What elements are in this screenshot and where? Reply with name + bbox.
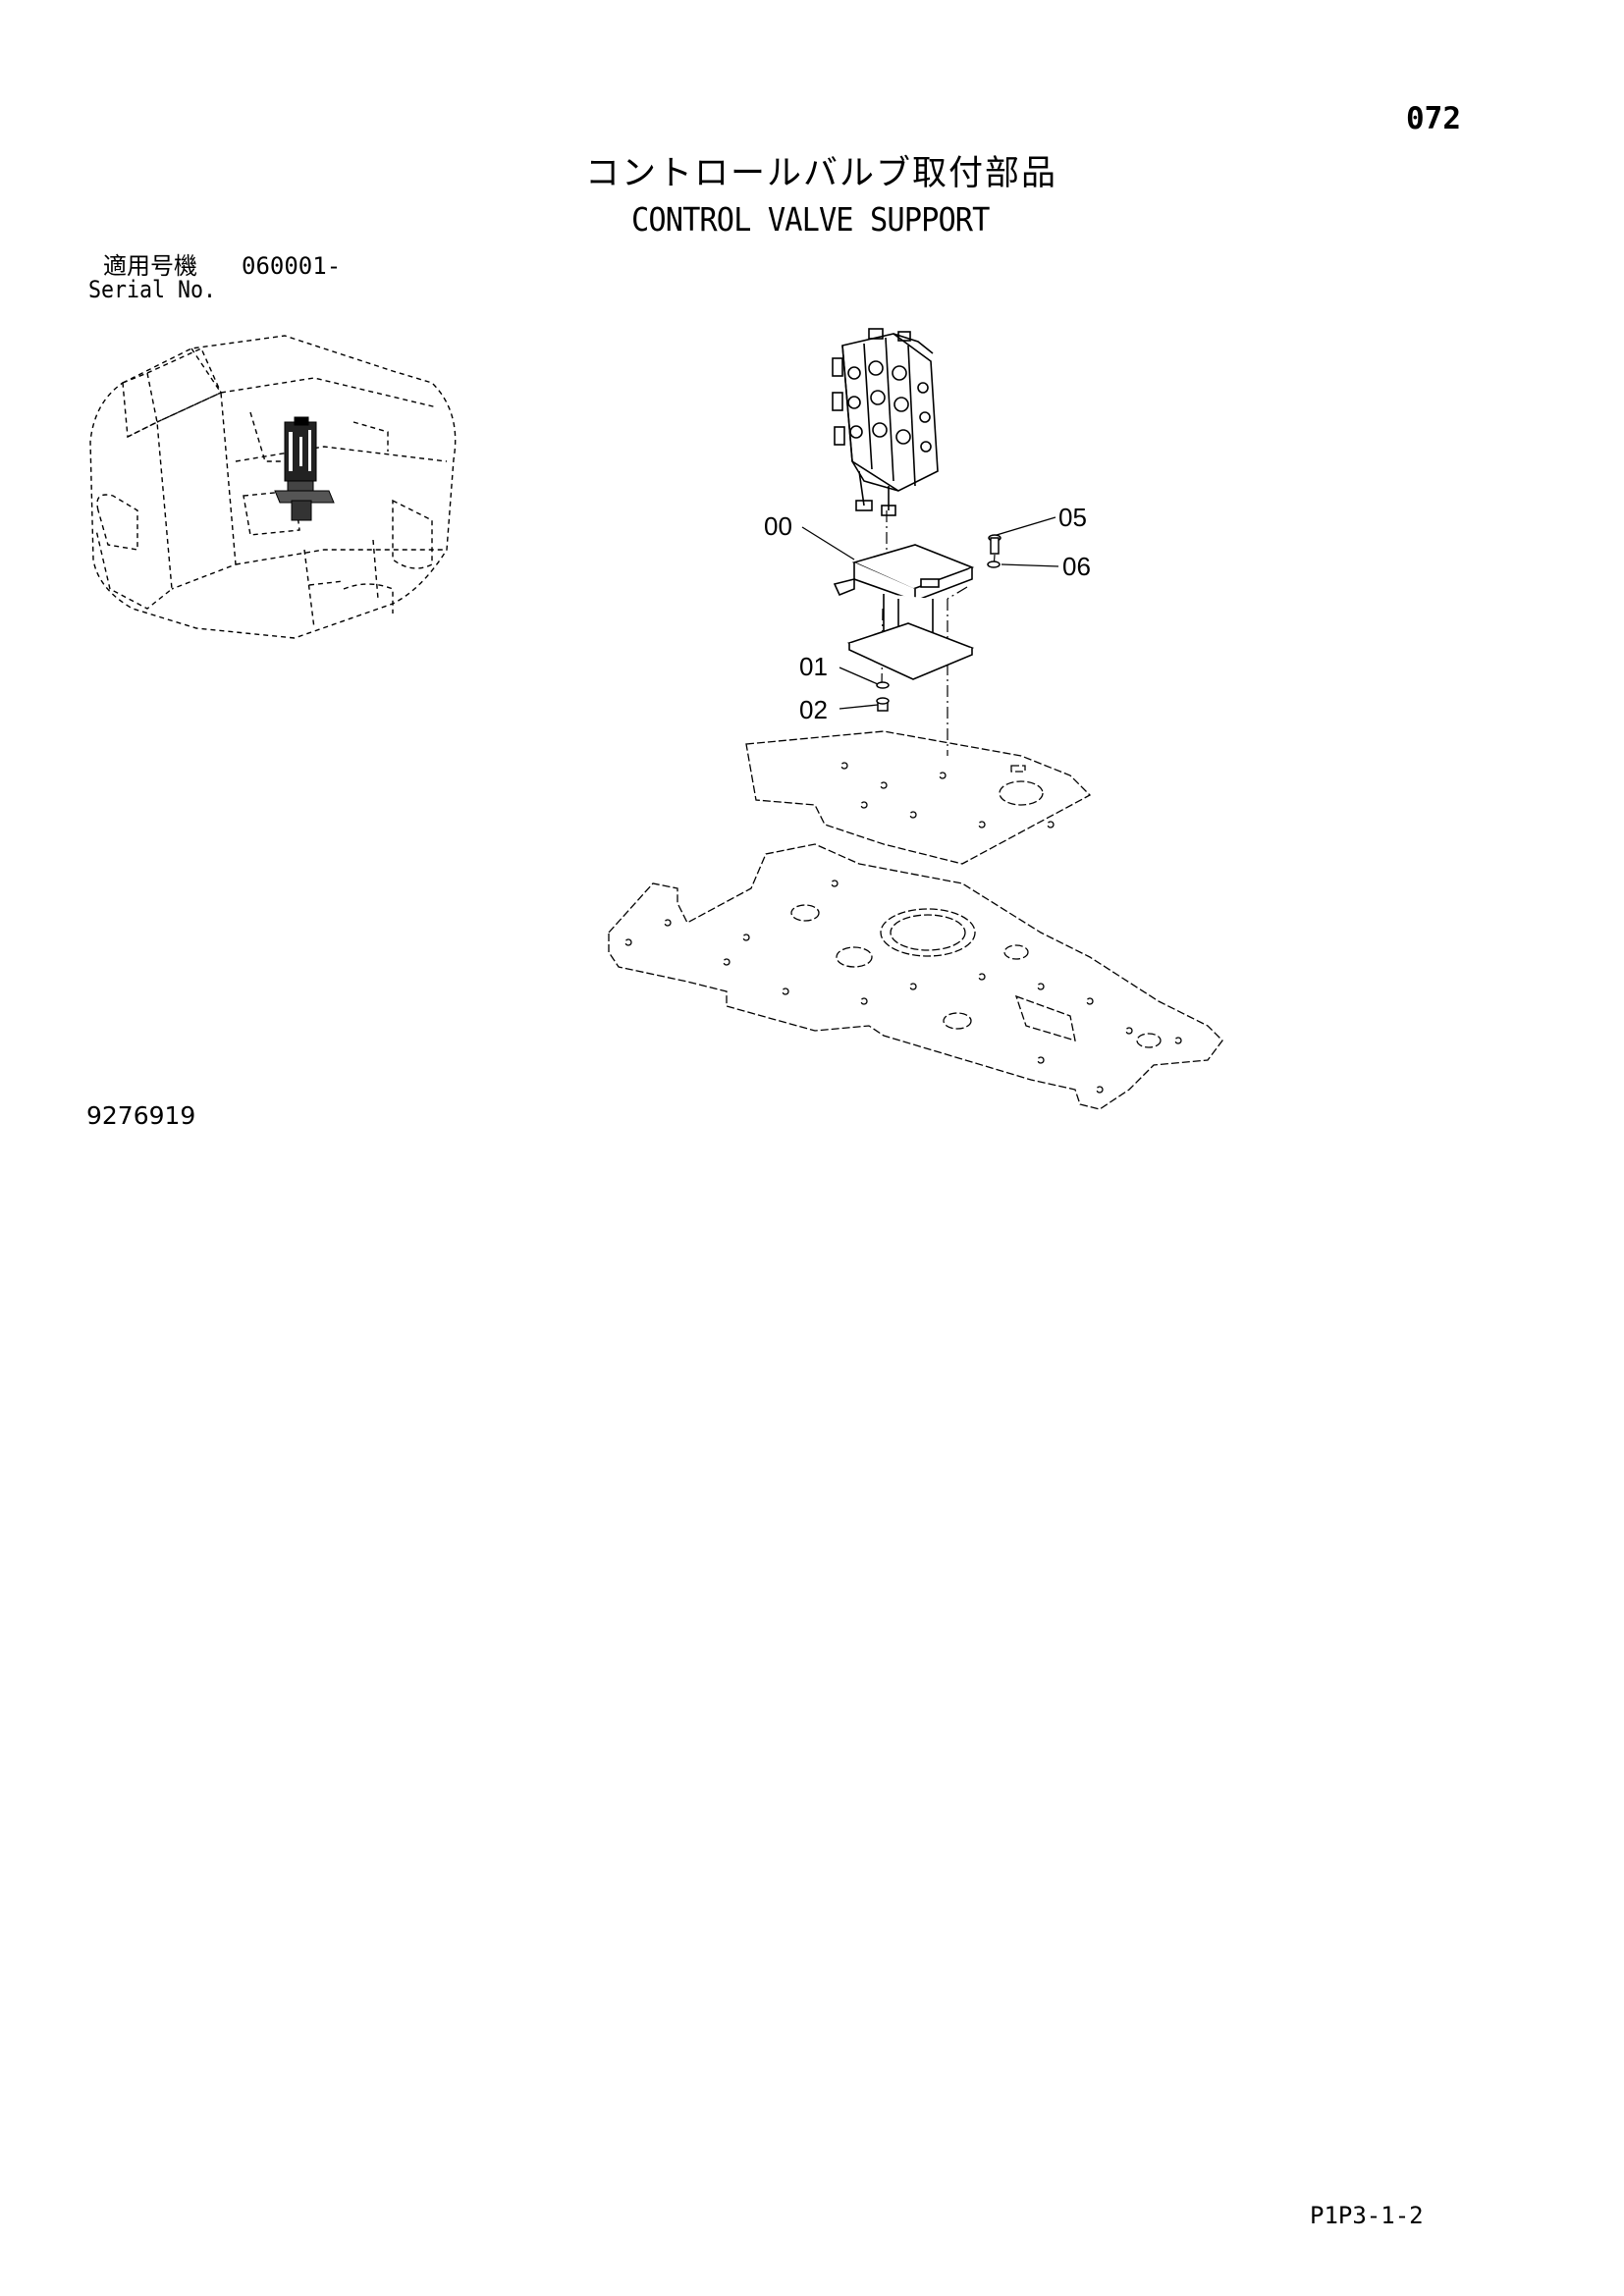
title-japanese: コントロールバルブ取付部品 [585,154,1058,193]
callout-06: 06 [1062,552,1091,581]
title-english: CONTROL VALVE SUPPORT [631,200,990,239]
callout-00: 00 [764,511,792,541]
valve-bracket [833,544,975,680]
floor-plate-rear [745,730,1092,865]
bolts [876,534,1001,712]
callout-05: 05 [1058,503,1087,532]
floor-plate-main [608,843,1223,1110]
drawing-number: 9276919 [86,1101,196,1130]
serial-label-japanese: 適用号機 [103,252,197,280]
page-number: 072 [1406,101,1461,136]
page-code: P1P3-1-2 [1310,2202,1424,2229]
serial-range: 060001- [242,252,342,280]
callout-02: 02 [799,695,828,724]
serial-label-english: Serial No. [88,276,217,303]
callout-01: 01 [799,652,828,681]
control-valve [832,328,939,516]
